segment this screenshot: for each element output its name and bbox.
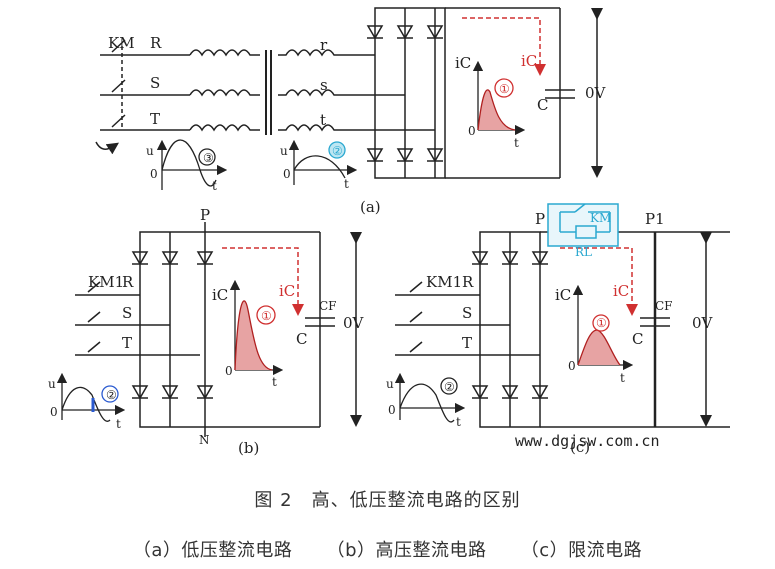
caption-b: （b）高压整流电路 bbox=[326, 540, 487, 561]
c-zero-2: 0 bbox=[388, 403, 396, 417]
cap-label: C bbox=[537, 96, 548, 114]
c-zero: 0 bbox=[568, 359, 576, 373]
marker-num: ① bbox=[499, 82, 510, 96]
circuit-c-limiter bbox=[547, 203, 619, 247]
panel-c-label: (c) bbox=[570, 438, 590, 456]
b-cap-name: CF bbox=[319, 299, 337, 313]
c-phase-t: T bbox=[462, 334, 472, 352]
c-t: t bbox=[620, 371, 625, 385]
circuit-a-secondary-wave bbox=[288, 139, 358, 185]
zero-label: 0 bbox=[468, 124, 476, 138]
zero-label-3: 0 bbox=[283, 167, 291, 181]
circuit-b bbox=[75, 222, 362, 437]
b-node-n: N bbox=[199, 433, 210, 447]
c-phase-r: R bbox=[462, 273, 474, 291]
c-cap: C bbox=[632, 330, 643, 348]
circuit-c-ic-waveform bbox=[572, 284, 634, 371]
circuit-c-source-wave bbox=[394, 372, 466, 423]
km1-label: KM1 bbox=[88, 273, 124, 291]
wave-num: ③ bbox=[203, 151, 214, 165]
circuit-a-ic-waveform bbox=[472, 60, 526, 136]
c-resistor: RL bbox=[575, 245, 592, 259]
panel-b-label: (b) bbox=[238, 439, 259, 457]
c-t-2: t bbox=[456, 415, 461, 429]
c-ic-current: iC bbox=[613, 282, 629, 300]
b-t-2: t bbox=[116, 417, 121, 431]
t-label-3: t bbox=[344, 177, 349, 191]
phase-r-label: R bbox=[150, 34, 162, 52]
c-km1-label: KM1 bbox=[426, 273, 462, 291]
circuit-c bbox=[395, 231, 730, 428]
wave-num-2: ② bbox=[332, 144, 343, 158]
circuit-b-current-path bbox=[222, 247, 304, 316]
zero-label-2: 0 bbox=[150, 167, 158, 181]
u-label-2: u bbox=[280, 144, 288, 158]
t-label: t bbox=[514, 136, 519, 150]
c-cap-name: CF bbox=[655, 299, 673, 313]
phase-t-label: T bbox=[150, 110, 160, 128]
circuit-b-labels: KM1 R S T P N iC iC ① 0 t C CF 0V u 0 ② … bbox=[48, 206, 365, 457]
c-relay: KM bbox=[590, 211, 611, 225]
watermark: www.dgjsw.com.cn bbox=[515, 432, 660, 450]
b-node-p: P bbox=[200, 206, 210, 224]
u-label: u bbox=[146, 144, 154, 158]
dc-label: 0V bbox=[585, 84, 607, 102]
caption-a: （a）低压整流电路 bbox=[132, 540, 293, 561]
circuit-c-labels: KM1 R S T P P1 KM RL iC iC ① 0 t C CF 0V… bbox=[386, 210, 714, 456]
b-dc: 0V bbox=[343, 314, 365, 332]
circuit-b-ic-waveform bbox=[229, 279, 284, 376]
circuit-a-marker bbox=[494, 78, 514, 98]
c-marker-num: ① bbox=[596, 316, 607, 330]
figure-captions: （a）低压整流电路 （b）高压整流电路 （c）限流电路 bbox=[0, 536, 775, 562]
circuit-a-current-path bbox=[462, 17, 546, 76]
circuit-b-marker bbox=[256, 305, 276, 325]
b-phase-s: S bbox=[122, 304, 132, 322]
circuit-c-marker bbox=[592, 314, 610, 332]
c-node-p: P bbox=[535, 210, 545, 228]
circuit-a bbox=[95, 7, 603, 179]
c-dc: 0V bbox=[692, 314, 714, 332]
phase-s-label: S bbox=[150, 74, 160, 92]
b-t: t bbox=[272, 375, 277, 389]
c-ic-axis: iC bbox=[555, 286, 571, 304]
circuit-a-labels: KM R S T r s t iC iC ① 0 t C 0V u 0 ③ t … bbox=[108, 34, 607, 216]
km-label: KM bbox=[108, 34, 135, 52]
phase-t2-label: t bbox=[320, 111, 326, 129]
c-u: u bbox=[386, 377, 394, 391]
b-ic-axis: iC bbox=[212, 286, 228, 304]
phase-s2-label: s bbox=[320, 76, 328, 94]
b-zero-2: 0 bbox=[50, 405, 58, 419]
t-label-2: t bbox=[212, 179, 217, 193]
caption-c: （c）限流电路 bbox=[520, 540, 643, 561]
b-zero: 0 bbox=[225, 364, 233, 378]
figure-title: 图 2 高、低压整流电路的区别 bbox=[254, 490, 521, 511]
phase-r2-label: r bbox=[320, 36, 328, 54]
circuit-b-source-wave bbox=[56, 372, 126, 422]
c-node-p1: P1 bbox=[645, 210, 665, 228]
b-marker-num: ① bbox=[261, 309, 272, 323]
ic-axis-label: iC bbox=[455, 54, 471, 72]
panel-a-label: (a) bbox=[360, 198, 381, 216]
circuit-a-source-wave bbox=[156, 139, 228, 190]
b-u: u bbox=[48, 377, 56, 391]
b-phase-r: R bbox=[122, 273, 134, 291]
b-cap: C bbox=[296, 330, 307, 348]
b-ic-current: iC bbox=[279, 282, 295, 300]
circuit-c-current-path bbox=[560, 247, 638, 316]
b-phase-t: T bbox=[122, 334, 132, 352]
c-wave-num: ② bbox=[444, 380, 455, 394]
ic-current-label: iC bbox=[521, 52, 537, 70]
c-phase-s: S bbox=[462, 304, 472, 322]
b-wave-num: ② bbox=[106, 388, 117, 402]
